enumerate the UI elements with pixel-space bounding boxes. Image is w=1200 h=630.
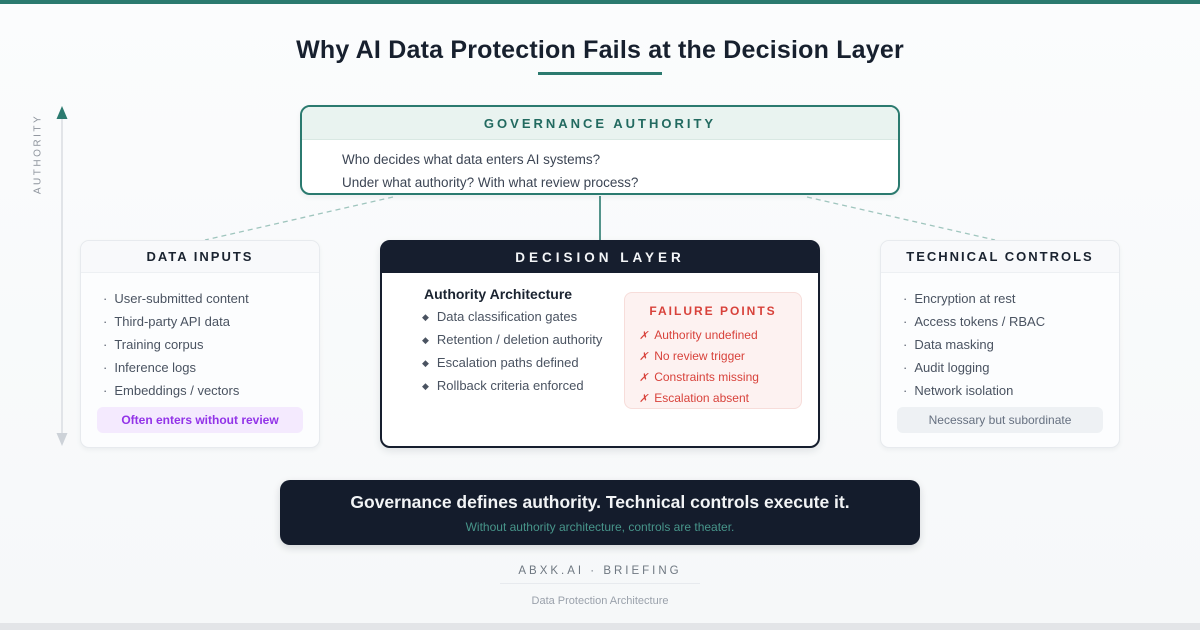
list-item-label: Rollback criteria enforced <box>436 378 584 393</box>
bottom-edge-bar <box>0 623 1200 630</box>
list-item-label: Network isolation <box>914 383 1014 398</box>
list-item-label: Escalation paths defined <box>436 355 579 370</box>
page-title: Why AI Data Protection Fails at the Deci… <box>296 36 904 64</box>
list-item: ✗ Constraints missing <box>639 367 801 388</box>
authority-architecture-heading: Authority Architecture <box>424 286 573 302</box>
list-item-label: Third-party API data <box>114 314 230 329</box>
list-item: · Data masking <box>903 333 1119 356</box>
list-item: · User-submitted content <box>103 287 319 310</box>
authority-axis-label: AUTHORITY <box>32 113 44 195</box>
list-item-label: Embeddings / vectors <box>114 383 240 398</box>
list-item: ◆ Rollback criteria enforced <box>422 375 602 398</box>
bullet-icon: · <box>903 291 908 306</box>
failure-points-title: FAILURE POINTS <box>649 304 777 318</box>
failure-points-panel: FAILURE POINTS ✗ Authority undefined ✗ No … <box>624 292 802 409</box>
list-item: ◆ Retention / deletion authority <box>422 329 602 352</box>
up-arrow-icon <box>56 106 68 119</box>
title-underline <box>538 72 662 75</box>
list-item-label: Escalation absent <box>654 391 749 405</box>
list-item-label: Data classification gates <box>436 309 578 324</box>
list-item-label: Audit logging <box>914 360 990 375</box>
bullet-icon: · <box>103 360 108 375</box>
footer-tagline: Data Protection Architecture <box>531 595 669 607</box>
governance-authority-text: Who decides what data enters AI systems?… <box>302 140 898 193</box>
footer-brand: ABXK.AI · BRIEFING <box>518 565 682 577</box>
connector-right-dashed <box>806 196 996 241</box>
connector-left-dashed <box>204 196 394 241</box>
cross-icon: ✗ <box>639 351 649 363</box>
data-inputs-list: · User-submitted content · Third-party API… <box>81 273 319 402</box>
banner-headline: Governance defines authority. Technical … <box>350 491 850 512</box>
technical-controls-card: TECHNICAL CONTROLS · Encryption at rest ·… <box>880 240 1120 448</box>
diamond-icon: ◆ <box>422 312 429 322</box>
list-item: · Encryption at rest <box>903 287 1119 310</box>
down-arrow-icon <box>56 433 68 446</box>
list-item-label: No review trigger <box>654 349 745 363</box>
list-item: ✗ Authority undefined <box>639 325 801 346</box>
bullet-icon: · <box>903 314 908 329</box>
cross-icon: ✗ <box>639 393 649 405</box>
list-item-label: Training corpus <box>114 337 204 352</box>
bullet-icon: · <box>903 383 908 398</box>
list-item-label: Data masking <box>914 337 994 352</box>
bullet-icon: · <box>903 337 908 352</box>
bullet-icon: · <box>103 314 108 329</box>
list-item-label: User-submitted content <box>114 291 249 306</box>
banner-subline: Without authority architecture, controls… <box>465 519 735 534</box>
governance-authority-title: GOVERNANCE AUTHORITY <box>302 107 898 140</box>
bullet-icon: · <box>103 383 108 398</box>
list-item-label: Authority undefined <box>654 328 758 342</box>
bullet-icon: · <box>103 291 108 306</box>
bullet-icon: · <box>903 360 908 375</box>
list-item: ◆ Data classification gates <box>422 306 602 329</box>
cross-icon: ✗ <box>639 330 649 342</box>
failure-points-list: ✗Authority undefined ✗No review trigger … <box>639 325 801 409</box>
authority-architecture-list: ◆ Data classification gates ◆ Retention / … <box>422 306 602 398</box>
data-inputs-badge: Often enters without review <box>97 407 303 433</box>
list-item: · Inference logs <box>103 356 319 379</box>
list-item: ◆ Escalation paths defined <box>422 352 602 375</box>
data-inputs-title: DATA INPUTS <box>81 241 319 273</box>
authority-axis <box>56 106 68 446</box>
diamond-icon: ◆ <box>422 381 429 391</box>
footer-divider <box>500 583 700 584</box>
list-item-label: Encryption at rest <box>914 291 1016 306</box>
technical-controls-badge: Necessary but subordinate <box>897 407 1103 433</box>
list-item: · Audit logging <box>903 356 1119 379</box>
list-item: · Access tokens / RBAC <box>903 310 1119 333</box>
list-item-label: Retention / deletion authority <box>436 332 603 347</box>
list-item: ✗ Escalation absent <box>639 388 801 409</box>
data-inputs-card: DATA INPUTS · User-submitted content · Thi… <box>80 240 320 448</box>
list-item: · Network isolation <box>903 379 1119 402</box>
decision-layer-card: DECISION LAYER Authority Architecture ◆ D… <box>380 240 820 448</box>
governance-authority-box: GOVERNANCE AUTHORITY Who decides what da… <box>300 105 900 195</box>
list-item-label: Constraints missing <box>654 370 759 384</box>
list-item: · Training corpus <box>103 333 319 356</box>
conclusion-banner: Governance defines authority. Technical … <box>280 480 920 545</box>
bullet-icon: · <box>103 337 108 352</box>
governance-question-1: Who decides what data enters AI systems? <box>342 152 601 167</box>
technical-controls-list: · Encryption at rest · Access tokens / RBA… <box>881 273 1119 402</box>
decision-layer-title: DECISION LAYER <box>382 242 818 273</box>
list-item: ✗ No review trigger <box>639 346 801 367</box>
list-item: · Third-party API data <box>103 310 319 333</box>
list-item-label: Access tokens / RBAC <box>914 314 1046 329</box>
top-accent-bar <box>0 0 1200 4</box>
diamond-icon: ◆ <box>422 358 429 368</box>
diamond-icon: ◆ <box>422 335 429 345</box>
cross-icon: ✗ <box>639 372 649 384</box>
technical-controls-title: TECHNICAL CONTROLS <box>881 241 1119 273</box>
list-item: · Embeddings / vectors <box>103 379 319 402</box>
list-item-label: Inference logs <box>114 360 197 375</box>
governance-question-2: Under what authority? With what review p… <box>342 175 639 190</box>
